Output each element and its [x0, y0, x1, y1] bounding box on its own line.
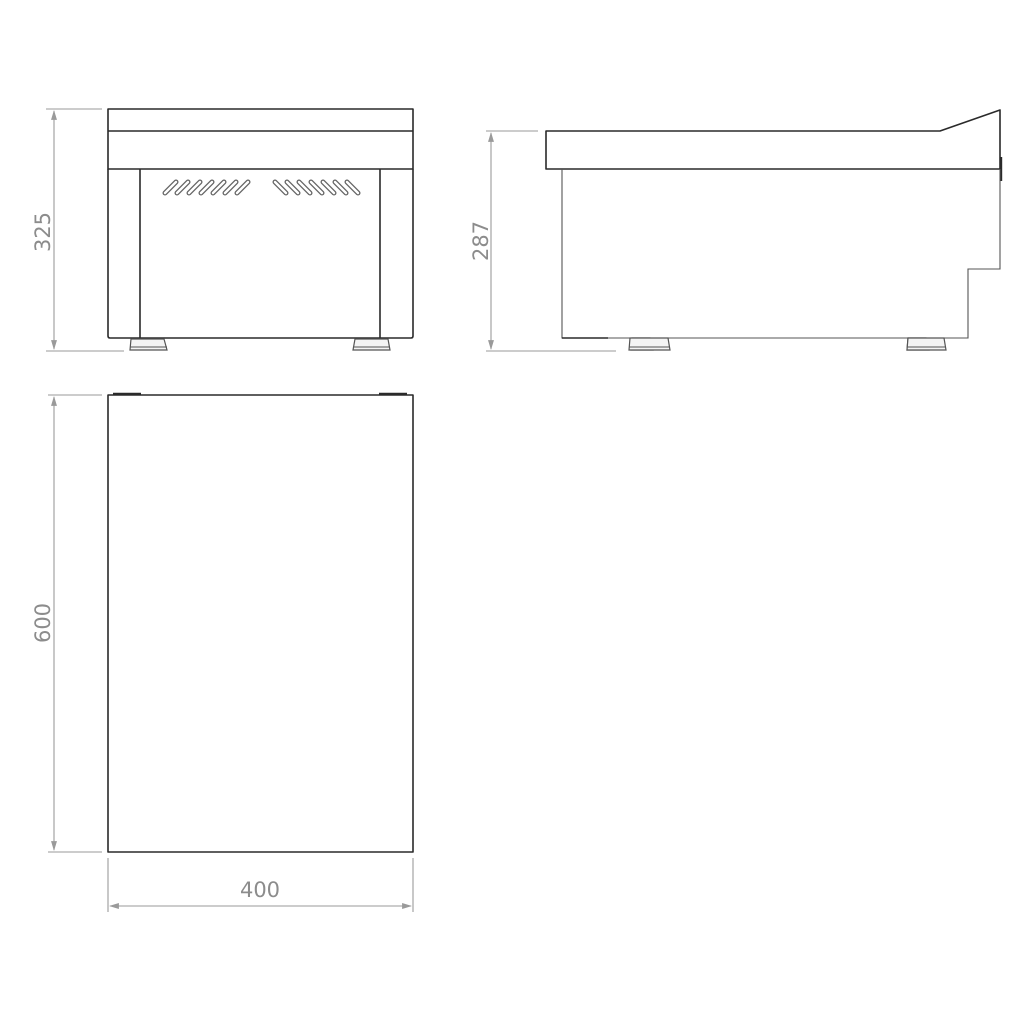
dimension-label-325: 325 — [31, 212, 55, 252]
dimension-height-side: 287 — [469, 130, 616, 352]
side-body — [561, 169, 1001, 339]
dimension-label-400: 400 — [240, 878, 280, 902]
front-view: 325 — [31, 108, 414, 352]
top-view: 600 400 — [31, 392, 414, 912]
dimension-depth-top: 600 — [31, 394, 102, 853]
front-top-slab — [107, 108, 414, 170]
side-top-plate — [545, 109, 1001, 170]
vent-slots-left — [162, 179, 248, 196]
front-body — [107, 169, 414, 339]
top-outline — [107, 394, 414, 853]
vent-slots-right — [272, 179, 358, 196]
side-view: 287 — [469, 109, 1003, 352]
front-foot-right — [352, 338, 391, 351]
dimension-label-287: 287 — [469, 221, 493, 261]
dimension-width-top: 400 — [107, 858, 414, 912]
dimension-height-front: 325 — [31, 108, 124, 352]
dimension-label-600: 600 — [31, 603, 55, 643]
front-foot-left — [129, 338, 168, 351]
